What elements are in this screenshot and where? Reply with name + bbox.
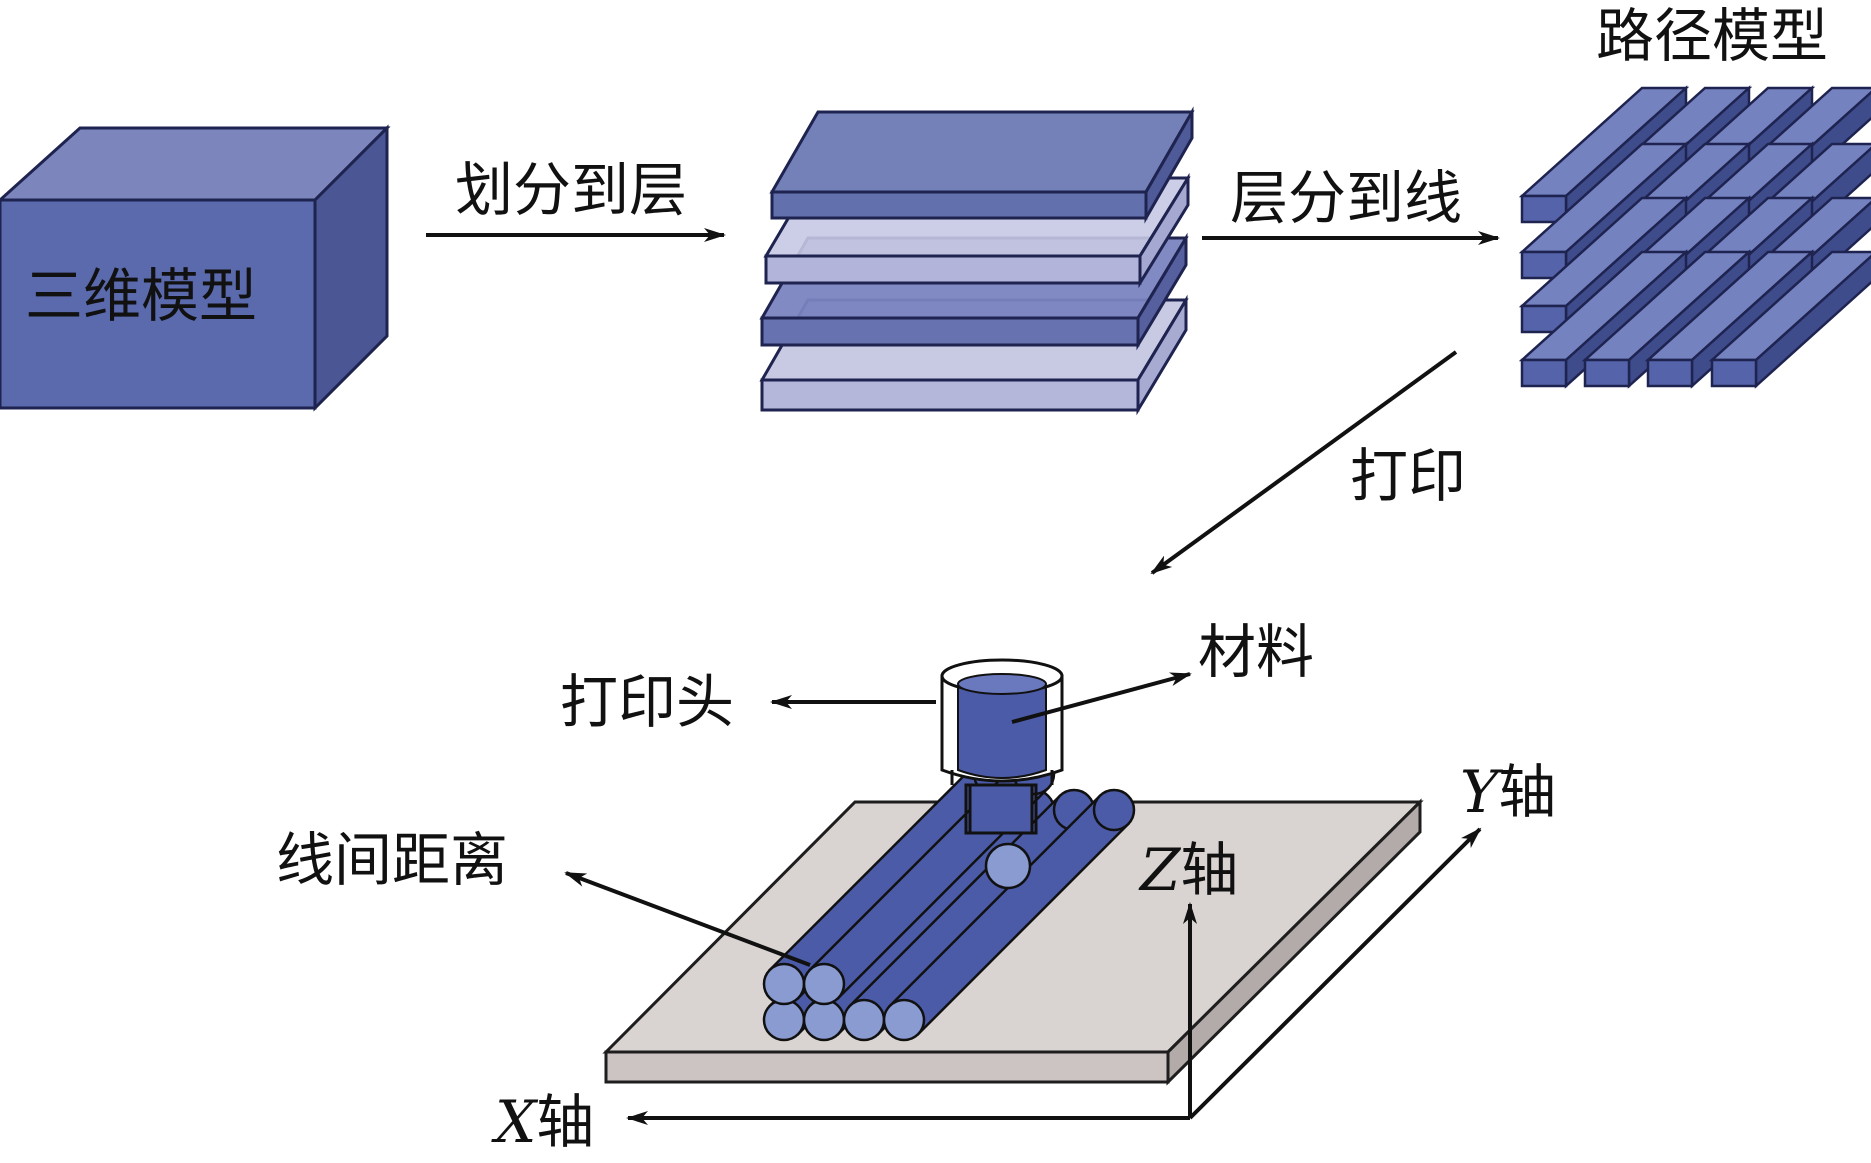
rod-end-2 [762, 962, 806, 1006]
x-axis-label: X轴 [491, 1088, 594, 1156]
z-axis-label: Z轴 [1138, 836, 1238, 904]
layers-to-lines-step: 层分到线 [1202, 164, 1500, 245]
x-axis-letter: X [491, 1088, 539, 1156]
print-step: 打印 [1150, 350, 1466, 575]
woodpile-bar-3-3-front [1710, 358, 1758, 388]
print-head-label: 打印头 [560, 668, 734, 736]
material-label: 材料 [1198, 618, 1314, 686]
y-axis-letter: Y [1460, 758, 1503, 826]
print-arrow [1150, 350, 1458, 575]
coordinate-axes: X轴 Z轴 Y轴 [491, 758, 1556, 1156]
z-axis-suffix: 轴 [1180, 836, 1238, 904]
z-axis-letter: Z [1138, 836, 1182, 904]
material-callout: 材料 [1011, 618, 1314, 724]
3d-model-block: 三维模型 [0, 124, 391, 412]
material-arrow [1011, 672, 1192, 724]
line-spacing-arrow [564, 871, 811, 967]
3d-model-label: 三维模型 [25, 262, 257, 330]
rod-end-1 [802, 998, 846, 1042]
y-axis-label: Y轴 [1460, 758, 1556, 826]
woodpile-bar-3-1-front [1583, 358, 1631, 388]
line-spacing-callout: 线间距离 [276, 826, 811, 967]
rod-end-0 [762, 998, 806, 1042]
layers-to-lines-label: 层分到线 [1230, 164, 1462, 232]
y-axis-line [1188, 827, 1482, 1120]
split-to-layers-step: 划分到层 [426, 156, 726, 242]
line-spacing-label: 线间距离 [276, 826, 508, 894]
rod-end-3 [802, 962, 846, 1006]
woodpile-bar-3-0-front [1520, 358, 1568, 388]
path-model-label: 路径模型 [1596, 2, 1828, 70]
rod-end-5 [882, 998, 926, 1042]
layer-1 [769, 106, 1195, 224]
split-to-layers-label: 划分到层 [455, 156, 687, 224]
x-axis-suffix: 轴 [536, 1088, 594, 1156]
rod-end-4 [842, 998, 886, 1042]
print-head [940, 658, 1064, 835]
y-axis-suffix: 轴 [1498, 758, 1556, 826]
rod-end-near-nozzle [984, 842, 1032, 890]
print-label: 打印 [1350, 442, 1466, 510]
layer-stack [759, 106, 1195, 416]
rod-far-end-5 [1092, 788, 1136, 832]
path-model-woodpile [1518, 85, 1871, 389]
print-head-callout: 打印头 [560, 668, 936, 736]
woodpile-bar-3-2-front [1646, 358, 1694, 388]
